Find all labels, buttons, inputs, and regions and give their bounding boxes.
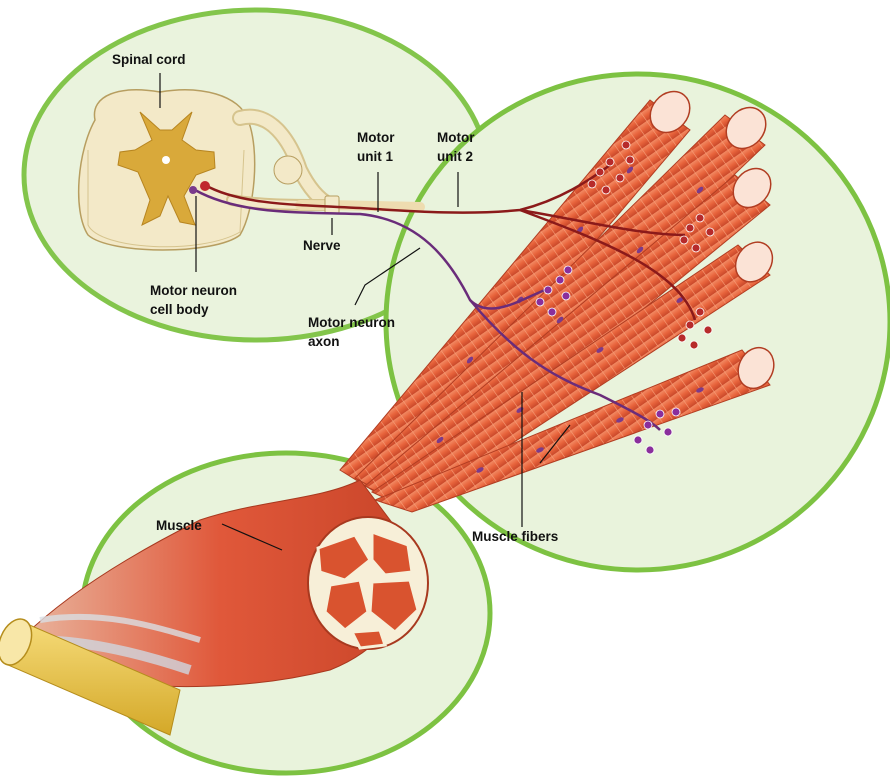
label-muscle-fibers: Muscle fibers (472, 529, 558, 544)
label-spinal-cord: Spinal cord (112, 52, 186, 67)
label-nerve: Nerve (303, 238, 341, 253)
label-cell-body-line1: Motor neuron (150, 283, 237, 298)
label-axon-line2: axon (308, 334, 340, 349)
label-cell-body-line2: cell body (150, 302, 209, 317)
label-motor-unit-1-line1: Motor (357, 130, 395, 145)
nerve-marker (325, 196, 339, 214)
label-motor-unit-2-line2: unit 2 (437, 149, 473, 164)
label-axon-line1: Motor neuron (308, 315, 395, 330)
motor-unit-2-cell-body (189, 186, 197, 194)
motor-unit-1-cell-body (200, 181, 210, 191)
label-motor-unit-2-line1: Motor (437, 130, 475, 145)
label-motor-unit-1-line2: unit 1 (357, 149, 393, 164)
label-muscle: Muscle (156, 518, 202, 533)
